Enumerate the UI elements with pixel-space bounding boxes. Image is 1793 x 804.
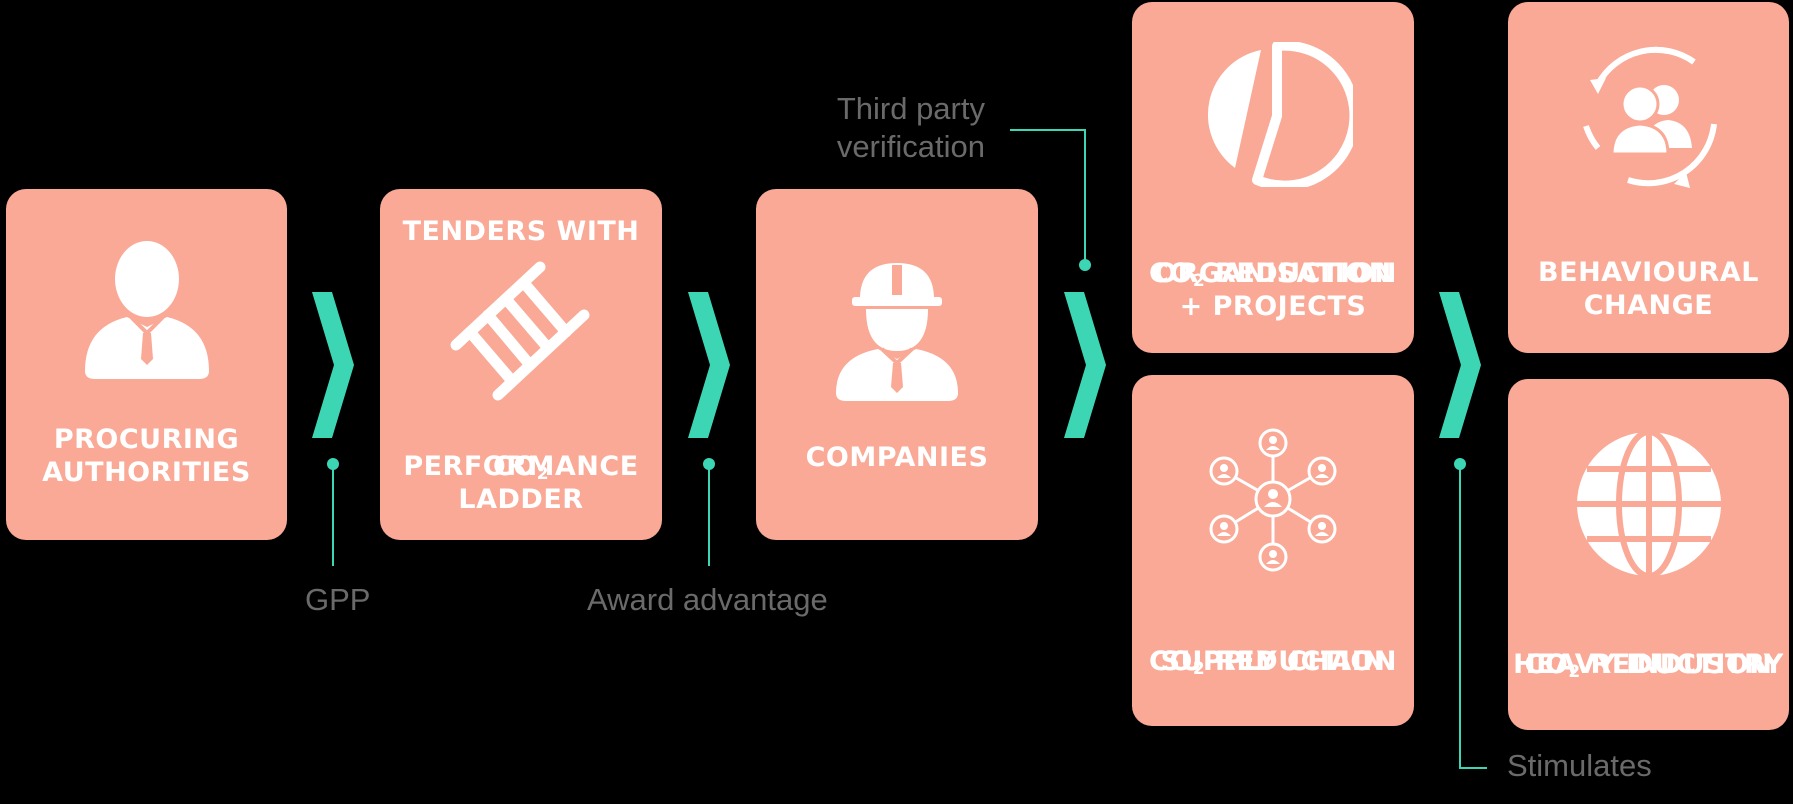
tenders-bottom-label: PERFORMANCE LADDER [403, 451, 639, 515]
stimulates-annotation: Stimulates [1507, 748, 1652, 783]
award-advantage-annotation: Award advantage [587, 582, 828, 617]
verification-line [1010, 129, 1086, 265]
stimulates-line [1459, 464, 1487, 769]
businessman-icon [85, 241, 209, 379]
construction-worker-icon [836, 263, 958, 401]
behavioural-card: BEHAVIOURAL CHANGE [1508, 2, 1789, 353]
chevron-right-icon [312, 292, 354, 438]
chevron-right-icon [688, 292, 730, 438]
verification-annotation: Third party verification [836, 91, 985, 164]
supply-chain-card: CO2 REDUCTION SUPPLY CHAIN [1132, 375, 1414, 726]
heavy-industry-card: CO2 REDUCTION HEAVY INDUSTRY [1508, 379, 1789, 730]
heavy-industry-label: CO2 REDUCTION [1524, 649, 1773, 682]
network-icon [1209, 428, 1337, 572]
globe-icon [1577, 429, 1721, 579]
tenders-co2-label: CO2 [492, 451, 550, 484]
org-projects-card: CO2 REDUCTION ORGANISATION + PROJECTS [1132, 2, 1414, 353]
procuring-authorities-card: PROCURING AUTHORITIES [6, 189, 287, 540]
pie-chart-icon [1207, 42, 1353, 187]
supply-chain-label: CO2 REDUCTION [1149, 646, 1397, 679]
gpp-annotation: GPP [305, 582, 371, 617]
supply-chain-rest-label: SUPPLY CHAIN [1160, 646, 1386, 677]
tenders-top-label: TENDERS WITH [402, 216, 640, 247]
ladder-icon [450, 261, 590, 401]
org-projects-label: CO2 REDUCTION [1149, 258, 1397, 291]
companies-card: COMPANIES [756, 189, 1038, 540]
companies-label: COMPANIES [805, 442, 989, 473]
chevron-right-icon [1064, 292, 1106, 438]
heavy-industry-rest-label: HEAVY INDUSTRY [1513, 649, 1784, 680]
tenders-card: TENDERS WITH CO2 PERFORMANCE LADDER [380, 189, 662, 540]
people-cycle-icon [1583, 46, 1717, 188]
behavioural-label: BEHAVIOURAL CHANGE [1538, 257, 1759, 321]
procuring-authorities-label: PROCURING AUTHORITIES [42, 424, 251, 488]
org-projects-rest-label: ORGANISATION + PROJECTS [1154, 258, 1392, 322]
chevron-right-icon [1439, 292, 1481, 438]
